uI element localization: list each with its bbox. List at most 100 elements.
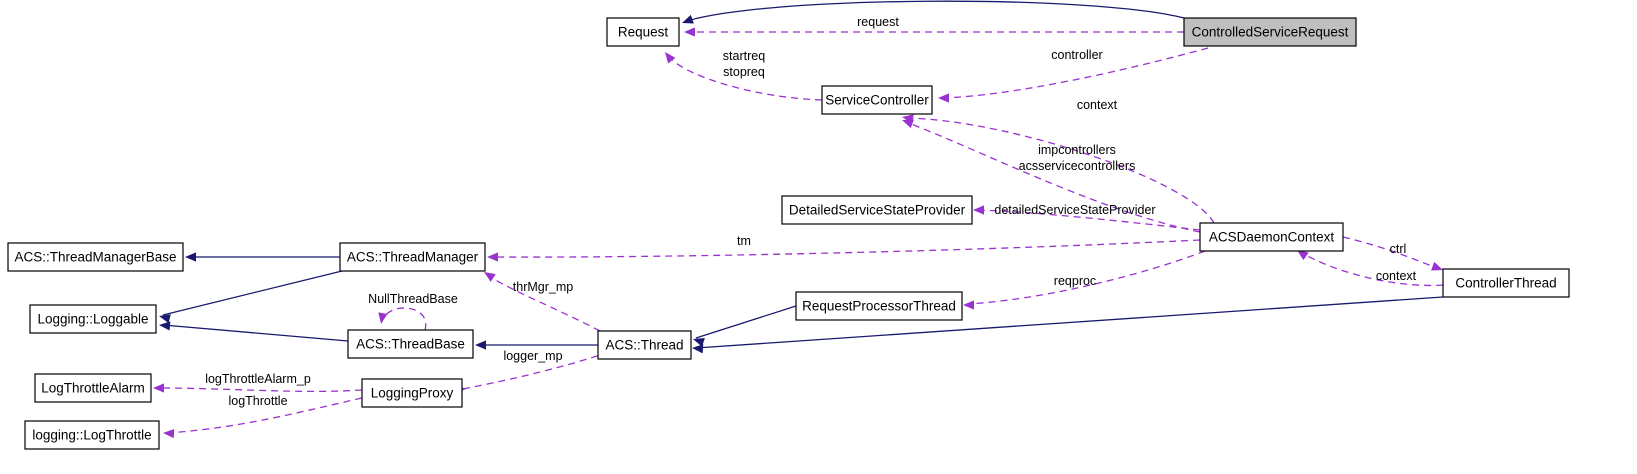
node-label: ACSDaemonContext bbox=[1209, 230, 1335, 245]
node-box[interactable] bbox=[347, 329, 474, 359]
arrowhead bbox=[475, 340, 486, 350]
edge-label-e-lp-alarm: logThrottleAlarm_p bbox=[205, 372, 311, 386]
node-box[interactable] bbox=[1183, 17, 1357, 47]
edge-e-adc-detailed bbox=[973, 205, 1201, 231]
edge-e-rpt-inherit-thread bbox=[693, 305, 797, 347]
edge-e-tb-inherit-loggable bbox=[159, 321, 349, 342]
node-box[interactable] bbox=[1442, 268, 1570, 298]
node-label: ACS::Thread bbox=[605, 338, 683, 353]
edge-e-lp-throttle bbox=[163, 397, 363, 439]
edge-line bbox=[1299, 251, 1444, 287]
edge-e-thread-inherit-tb bbox=[475, 340, 598, 350]
node-service_controller[interactable]: ServiceController bbox=[821, 85, 933, 115]
node-label: ACS::ThreadManager bbox=[347, 250, 479, 265]
edge-e-tm-inherit-tmb bbox=[185, 252, 340, 262]
edge-e-lp-alarm bbox=[153, 383, 363, 393]
arrowhead bbox=[684, 27, 695, 37]
edge-line bbox=[695, 305, 797, 339]
node-controlled_service_request[interactable]: ControlledServiceRequest bbox=[1183, 17, 1357, 47]
edge-label-e-csr-request: request bbox=[857, 15, 899, 29]
node-loggable[interactable]: Logging::Loggable bbox=[29, 304, 157, 334]
node-box[interactable] bbox=[597, 330, 692, 360]
edge-e-tm-inherit-loggable bbox=[159, 270, 343, 324]
edge-e-csr-controller bbox=[938, 47, 1209, 103]
node-label: logging::LogThrottle bbox=[32, 428, 151, 443]
edge-line bbox=[162, 270, 343, 316]
node-label: DetailedServiceStateProvider bbox=[789, 203, 966, 218]
arrowhead bbox=[185, 252, 196, 262]
node-box[interactable] bbox=[821, 85, 933, 115]
node-box[interactable] bbox=[606, 17, 680, 47]
edge-label-e-adc-context-sc: context bbox=[1077, 98, 1118, 112]
node-box[interactable] bbox=[24, 420, 160, 450]
node-box[interactable] bbox=[795, 291, 963, 321]
node-label: ControllerThread bbox=[1455, 276, 1556, 291]
node-label: RequestProcessorThread bbox=[802, 299, 956, 314]
node-log_throttle[interactable]: logging::LogThrottle bbox=[24, 420, 160, 450]
node-request[interactable]: Request bbox=[606, 17, 680, 47]
edge-line bbox=[905, 121, 1201, 233]
node-box[interactable] bbox=[29, 304, 157, 334]
arrowhead bbox=[487, 252, 498, 262]
node-label: ACS::ThreadBase bbox=[356, 337, 465, 352]
node-label: Request bbox=[618, 25, 669, 40]
node-thread_manager[interactable]: ACS::ThreadManager bbox=[339, 242, 486, 272]
edge-line bbox=[1342, 236, 1441, 270]
node-logging_proxy[interactable]: LoggingProxy bbox=[361, 378, 463, 408]
node-detailed_provider[interactable]: DetailedServiceStateProvider bbox=[781, 195, 973, 225]
node-acs_daemon_context[interactable]: ACSDaemonContext bbox=[1199, 222, 1344, 252]
node-box[interactable] bbox=[781, 195, 973, 225]
node-controller_thread[interactable]: ControllerThread bbox=[1442, 268, 1570, 298]
edge-line bbox=[489, 239, 1201, 258]
edge-e-thread-thrmgr bbox=[484, 272, 601, 332]
edge-line bbox=[941, 47, 1209, 99]
arrowhead bbox=[682, 14, 694, 24]
node-box[interactable] bbox=[34, 373, 152, 403]
edge-line bbox=[486, 274, 601, 332]
arrowhead bbox=[963, 300, 974, 310]
arrowhead bbox=[902, 119, 914, 129]
node-box[interactable] bbox=[1199, 222, 1344, 252]
arrowhead bbox=[1431, 261, 1443, 271]
nodes-layer: Request ControlledServiceRequestServiceCo… bbox=[7, 17, 1570, 450]
edge-label-e-adc-ctrl: ctrl bbox=[1390, 242, 1407, 256]
edge-e-adc-controllers bbox=[902, 119, 1201, 233]
node-acs_thread[interactable]: ACS::Thread bbox=[597, 330, 692, 360]
edge-label-e-adc-reqproc: reqproc bbox=[1054, 274, 1096, 288]
edge-line bbox=[381, 307, 427, 331]
edge-e-csr-request bbox=[684, 27, 1184, 37]
node-box[interactable] bbox=[339, 242, 486, 272]
node-thread_manager_base[interactable]: ACS::ThreadManagerBase bbox=[7, 242, 184, 272]
node-label: ServiceController bbox=[825, 93, 929, 108]
arrowhead bbox=[665, 52, 676, 64]
arrowhead bbox=[692, 344, 704, 354]
edge-e-csr-inherit-request bbox=[682, 0, 1185, 24]
arrowhead bbox=[378, 312, 388, 324]
node-request_processor[interactable]: RequestProcessorThread bbox=[795, 291, 963, 321]
edge-e-ct-context bbox=[1297, 250, 1444, 287]
arrowhead bbox=[159, 314, 171, 324]
edge-e-adc-tm bbox=[487, 239, 1201, 262]
edge-line bbox=[905, 117, 1215, 224]
node-box[interactable] bbox=[361, 378, 463, 408]
edge-line bbox=[683, 0, 1185, 23]
node-box[interactable] bbox=[7, 242, 184, 272]
edge-label-e-lp-logger_mp: logger_mp bbox=[503, 349, 562, 363]
node-thread_base[interactable]: ACS::ThreadBase bbox=[347, 329, 474, 359]
node-label: ACS::ThreadManagerBase bbox=[14, 250, 176, 265]
edge-line bbox=[966, 250, 1206, 305]
edge-line bbox=[166, 397, 363, 434]
edge-label-e-ct-context: context bbox=[1376, 269, 1417, 283]
edge-line bbox=[976, 209, 1201, 231]
arrowhead bbox=[693, 338, 705, 347]
edge-e-adc-ctrl bbox=[1342, 236, 1443, 271]
edge-e-tb-nullthreadbase bbox=[378, 307, 427, 331]
node-log_throttle_alarm[interactable]: LogThrottleAlarm bbox=[34, 373, 152, 403]
node-label: Logging::Loggable bbox=[37, 312, 148, 327]
edge-e-ct-inherit-thread bbox=[692, 296, 1444, 354]
node-label: LoggingProxy bbox=[371, 386, 454, 401]
edge-line bbox=[695, 296, 1444, 349]
